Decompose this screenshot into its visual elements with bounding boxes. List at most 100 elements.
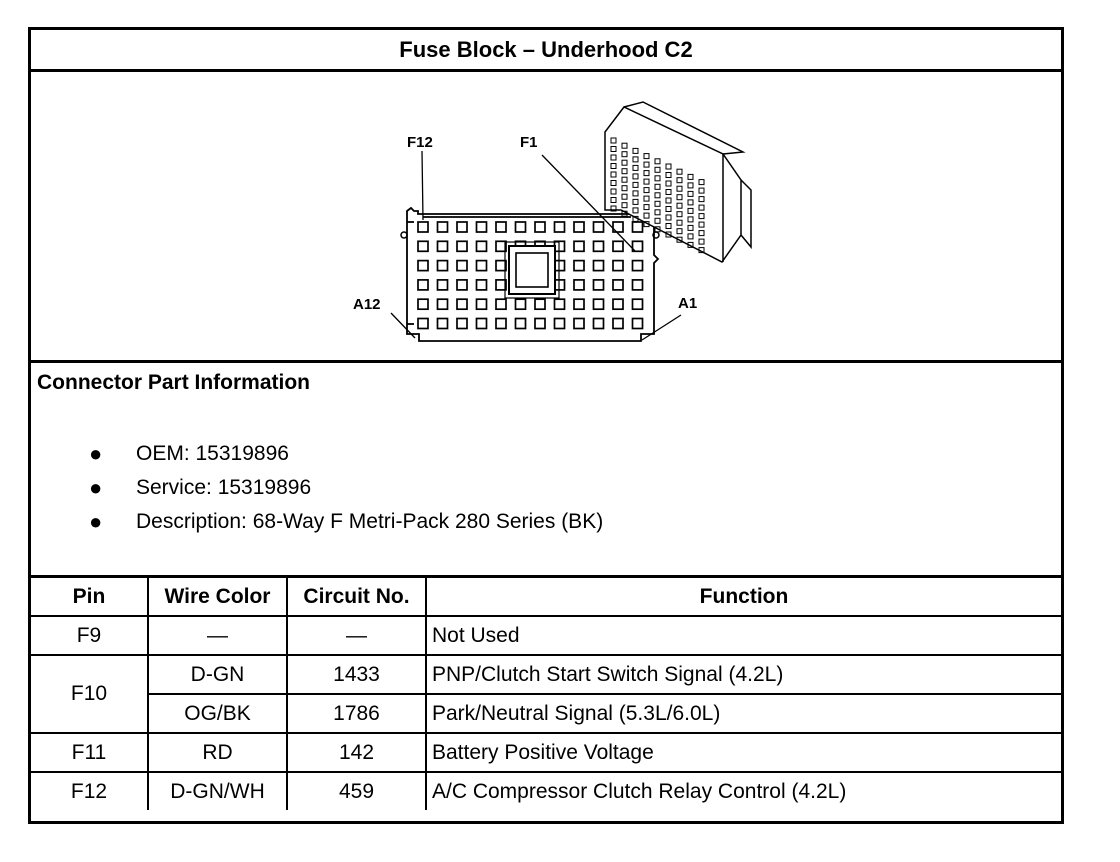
info-item-oem: ● OEM: 15319896 <box>31 437 603 471</box>
iso-cavity <box>610 146 617 152</box>
cavity <box>612 259 624 272</box>
cavity <box>592 259 605 272</box>
header-function: Function <box>425 578 1061 617</box>
cavity <box>475 259 488 272</box>
iso-cavity <box>676 202 683 209</box>
iso-cavity <box>610 205 617 212</box>
label-f12: F12 <box>407 134 433 151</box>
iso-cavity <box>654 209 661 216</box>
leader-lines <box>390 150 682 341</box>
connector-info-list: ● OEM: 15319896 ● Service: 15319896 ● Descr… <box>31 437 603 539</box>
iso-cavity <box>610 188 617 195</box>
iso-cavity <box>610 163 617 169</box>
circuit-cell: — <box>286 615 427 656</box>
iso-cavity <box>643 204 650 211</box>
iso-cavity <box>610 171 617 178</box>
cavity <box>573 298 585 311</box>
iso-cavity <box>698 221 705 228</box>
iso-cavity <box>610 154 617 161</box>
cavity <box>612 240 624 253</box>
iso-cavity <box>632 164 639 171</box>
iso-cavity <box>643 170 650 177</box>
iso-cavity <box>632 156 639 163</box>
iso-cavity <box>676 236 683 243</box>
cavity <box>417 317 429 330</box>
iso-cavity <box>654 217 661 224</box>
iso-cavity <box>698 196 705 203</box>
table-row: F10 D-GN 1433 PNP/Clutch Start Switch Si… <box>31 654 1061 734</box>
connector-sheet: Fuse Block – Underhood C2 <box>28 27 1064 824</box>
iso-cavity <box>632 198 639 205</box>
iso-cavity <box>698 187 705 194</box>
cavity <box>456 221 468 233</box>
iso-cavity <box>665 197 672 204</box>
iso-cavity <box>654 200 661 207</box>
iso-cavity <box>665 206 672 212</box>
wire-color-cell: OG/BK <box>148 693 288 734</box>
cavity <box>436 221 449 233</box>
header-pin: Pin <box>31 578 149 617</box>
cavity <box>612 298 624 311</box>
cavity <box>475 317 488 330</box>
label-f1: F1 <box>520 134 538 151</box>
function-cell: Park/Neutral Signal (5.3L/6.0L) <box>425 693 1061 734</box>
iso-cavity <box>698 238 705 245</box>
cavity <box>495 279 507 291</box>
circuit-cell: 142 <box>286 732 427 773</box>
iso-cavity <box>687 224 694 231</box>
iso-cavity <box>621 202 628 209</box>
cavity <box>534 317 546 330</box>
cavity <box>495 240 507 253</box>
iso-cavity <box>687 190 694 197</box>
info-item-text: Description: 68-Way F Metri-Pack 280 Ser… <box>136 510 604 533</box>
function-cell: Battery Positive Voltage <box>425 732 1061 773</box>
cavity <box>436 317 449 330</box>
cavity <box>534 298 546 311</box>
iso-cavity <box>698 230 705 237</box>
label-a12: A12 <box>353 296 381 313</box>
cavity <box>417 240 429 253</box>
cavity <box>456 259 468 272</box>
iso-cavity <box>643 195 650 202</box>
iso-cavity <box>621 168 628 175</box>
cavity <box>534 221 546 233</box>
bullet-icon: ● <box>89 441 103 466</box>
info-item-text: OEM: 15319896 <box>136 442 289 465</box>
cavity <box>456 279 468 291</box>
circuit-cell: 459 <box>286 771 427 810</box>
iso-cavity <box>654 226 661 233</box>
iso-cavity <box>632 181 639 188</box>
cavity <box>456 240 468 253</box>
connector-title: Fuse Block – Underhood C2 <box>31 30 1061 72</box>
bullet-icon: ● <box>89 475 103 500</box>
iso-cavity <box>698 204 705 211</box>
cavity <box>592 221 605 233</box>
cavity <box>592 298 605 311</box>
cavity <box>417 279 429 291</box>
iso-cavity <box>676 228 683 235</box>
iso-cavity <box>643 187 650 194</box>
wire-color-cell: RD <box>147 732 288 773</box>
cavity <box>495 259 507 272</box>
connector-diagram: F12 F1 A12 A1 <box>31 72 1061 363</box>
pin-table: Pin Wire Color Circuit No. Function F9 —… <box>31 578 1061 810</box>
cavity <box>573 221 585 233</box>
cavity <box>456 317 468 330</box>
iso-cavity <box>643 221 650 228</box>
cavity <box>612 279 624 291</box>
cavity <box>475 279 488 291</box>
iso-cavity <box>687 233 694 240</box>
iso-cavity <box>698 179 705 186</box>
iso-cavity <box>687 241 694 248</box>
cavity <box>592 317 605 330</box>
iso-cavity <box>621 210 628 217</box>
iso-cavity <box>632 190 639 197</box>
iso-cavity <box>687 207 694 214</box>
cavity <box>553 221 566 233</box>
function-cell: A/C Compressor Clutch Relay Control (4.2… <box>425 771 1061 810</box>
wire-color-cell: D-GN/WH <box>147 771 288 810</box>
iso-cavity <box>621 176 628 183</box>
iso-cavity <box>698 247 705 254</box>
iso-cavity <box>676 194 683 201</box>
info-item-text: Service: 15319896 <box>136 476 312 499</box>
